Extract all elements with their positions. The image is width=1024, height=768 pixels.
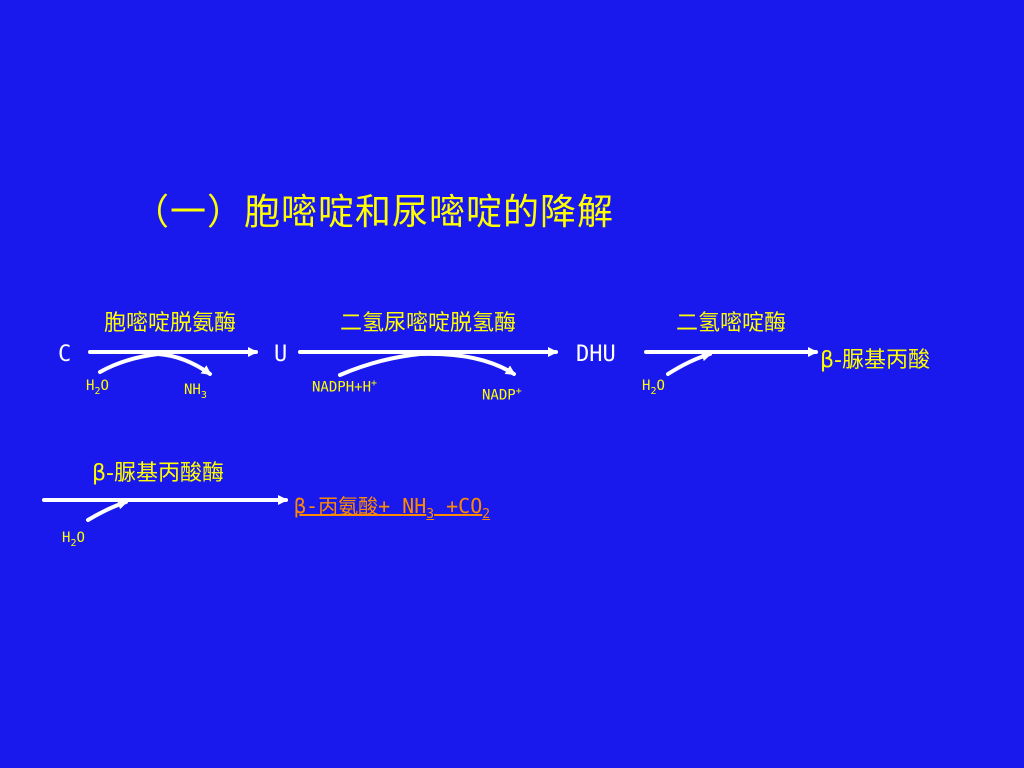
h2o-o: O (76, 530, 85, 546)
nadph-main: NADPH+H (312, 379, 372, 396)
arrow-step2-nadp (418, 351, 516, 376)
cofactor-nh3-step1: NH3 (184, 382, 207, 401)
nadp-main: NADP (482, 387, 516, 404)
compound-beta-ureidopropionate: β-脲基丙酸 (820, 348, 930, 373)
compound-cytosine: C (58, 342, 72, 367)
h2o-o: O (100, 378, 109, 394)
enzyme-cytosine-deaminase: 胞嘧啶脱氨酶 (104, 311, 237, 336)
product-nh3-main: NH (402, 494, 427, 518)
enzyme-dihydrouracil-dehydrogenase: 二氢尿嘧啶脱氢酶 (340, 311, 517, 336)
nh3-nh: NH (184, 382, 201, 398)
compound-uracil: U (274, 342, 288, 367)
h2o-h: H (62, 530, 71, 546)
cofactor-nadp: NADP+ (482, 386, 522, 404)
product-beta-alanine: β-丙氨酸+ (294, 494, 403, 518)
cofactor-h2o-step1: H2O (86, 378, 109, 397)
product-nh3-sub: 3 (426, 507, 435, 522)
products-line: β-丙氨酸+ NH3 +CO2 (294, 490, 490, 522)
arrow-step2-nadph (338, 352, 422, 377)
enzyme-dihydropyrimidinase: 二氢嘧啶酶 (676, 311, 787, 336)
nh3-sub: 3 (200, 389, 207, 401)
enzyme-ureidopropionase: β-脲基丙酸酶 (92, 461, 224, 486)
h2o-h: H (642, 378, 651, 394)
cofactor-nadph: NADPH+H+ (312, 378, 377, 396)
slide-title: （一）胞嘧啶和尿嘧啶的降解 (133, 192, 615, 233)
h2o-sub: 2 (94, 385, 101, 397)
arrow-step3-h2o (666, 351, 712, 376)
arrow-step1-h2o (98, 352, 160, 374)
product-co2-sub: 2 (482, 507, 491, 522)
h2o-sub: 2 (70, 537, 77, 549)
nadp-sup: + (515, 386, 522, 397)
cofactor-h2o-step4: H2O (62, 530, 85, 549)
cofactor-h2o-step3: H2O (642, 378, 665, 397)
h2o-h: H (86, 378, 95, 394)
arrow-step4-h2o (86, 499, 128, 522)
nadph-sup: + (371, 378, 378, 389)
h2o-sub: 2 (650, 385, 657, 397)
product-co2-main: +CO (434, 494, 483, 518)
h2o-o: O (656, 378, 665, 394)
arrow-step1-nh3 (156, 352, 212, 376)
compound-dhu: DHU (576, 342, 616, 367)
